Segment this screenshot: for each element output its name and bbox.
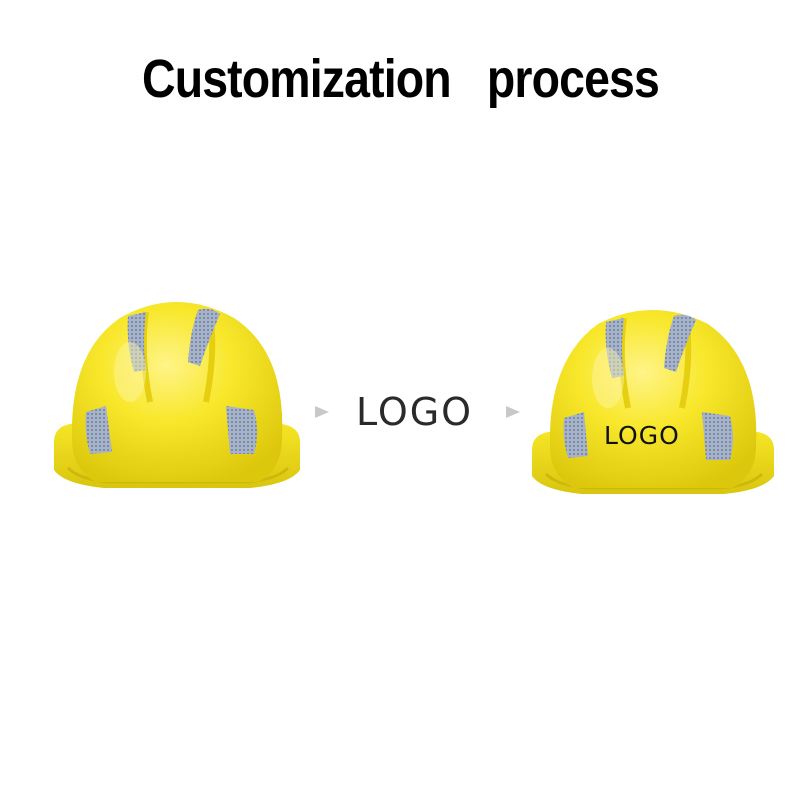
logo-text: LOGO	[356, 390, 474, 434]
plain-helmet-image	[54, 302, 300, 488]
helmet-logo-text: LOGO	[604, 421, 680, 450]
page-title: Customization process	[142, 49, 660, 109]
arrow-right-icon	[506, 406, 520, 418]
arrow-right-icon	[315, 406, 329, 418]
logo-helmet-image	[532, 310, 774, 494]
